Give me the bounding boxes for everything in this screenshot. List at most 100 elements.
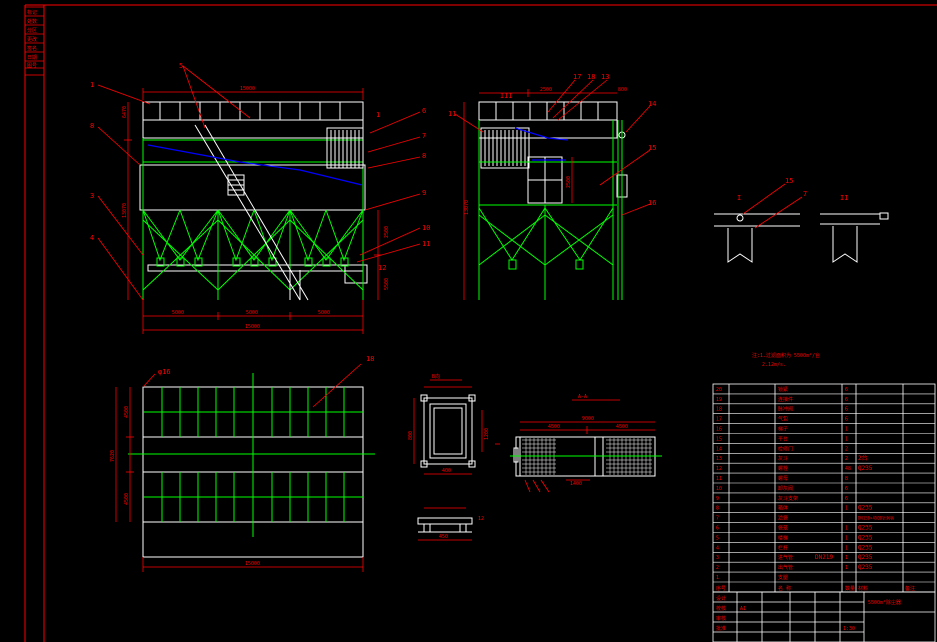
bom-mat: Q235 [858,465,873,472]
side-view-mark: III [500,92,513,100]
stamp-6: 图号 [27,63,37,69]
bom-qty: 6 [845,496,848,502]
plan-left-dim-3: 4500 [124,493,130,505]
side-mid-dim: 2500 [566,176,572,188]
inlet-dim-3: 1200 [484,428,490,440]
bom-no: 13 [716,456,722,462]
bom-name: 螺栓 [778,465,788,472]
front-bottom-dim-3: 5000 [318,310,330,316]
section-aa-dim-2: 4500 [616,424,628,430]
bom-qty: 1 [845,535,848,541]
detail-I-label: I [737,194,741,202]
side-view: 2500 800 13070 2500 11 17 18 13 14 15 16… [448,73,656,300]
bom-no: 11 [716,476,722,482]
callout-4: 4 [90,234,94,242]
side-callout-18: 18 [587,73,595,81]
bom-mat: Q235 [858,544,873,551]
bom-qty: 1 [845,427,848,433]
plan-corner-note: φ16 [158,368,171,376]
bom-name: 箱体 [778,505,788,512]
bom-name: 连接件 [778,396,793,403]
bom-qty: 6 [845,387,848,393]
plan-view: 15000 4500 7620 4500 18 φ16 [110,355,375,572]
section-aa-dim-3: 9000 [582,416,594,422]
bom-qty: 6 [845,486,848,492]
callout-3: 3 [90,192,94,200]
bom-qty: 8 [845,476,848,482]
bom-no: 7 [716,516,719,522]
bom-name: 进气管 [778,554,793,561]
bom-header-cell: 序号 [716,585,726,592]
callout-I: 1 [376,111,380,119]
bom-no: 12 [716,466,722,472]
inlet-title: B向 [432,373,440,380]
callout-8l: 8 [90,122,94,130]
section-aa-title: A-A [578,394,587,400]
bom-name: 栏杆 [778,544,788,551]
title-row-2: 校核 [716,605,726,612]
bom-no: 10 [716,486,722,492]
bom-no: 6 [716,526,719,532]
bom-mat: Q235 [858,564,873,571]
inlet-dim-2: 800 [408,431,414,440]
front-top-dim: 15000 [240,86,255,92]
bom-mat: DN150×4500针刺毡 [858,515,894,521]
bom-mat: Q235 [858,505,873,512]
small-detail-dim-1: 450 [439,534,448,540]
bom-qty: 1 [845,545,848,551]
front-right-dim-2: 5500 [384,278,390,290]
bom-qty: 2 [845,456,848,462]
bom-no: 3 [716,555,719,561]
detail-views: I II 15 7 [714,177,889,263]
bom-qty: 6 [845,397,848,403]
note-2: 2.12m/s. [762,362,786,368]
bom-name: 支腿 [778,574,788,581]
bom-header-cell: 材料 [858,585,868,592]
bom-name: 检修门 [778,445,793,452]
callout-1: 1 [90,81,94,89]
title-block: 设计 校核 审核 批准 5500m²除尘器 1:30 A1 [712,591,936,642]
title-sheet: A1 [740,606,746,612]
inlet-dim-1: 400 [442,468,451,474]
stamp-4: 签名 [27,45,37,52]
bom-mat: Q235 [858,534,873,541]
bom-name: 出气管 [778,564,793,571]
bom-name: 螺母 [778,475,788,482]
section-aa: A-A 4500 4500 9000 1400 [495,394,662,493]
small-detail-dim-2: 12 [478,516,484,522]
callout-6: 6 [422,107,426,115]
bom-no: 5 [716,535,719,541]
callout-8r: 8 [422,152,426,160]
bom-name: 脉冲阀 [778,406,793,413]
stamp-2: 分区 [27,27,37,34]
bom-qty: 6 [845,417,848,423]
stamp-1: 处数 [27,18,37,25]
bom-name: 楼梯 [778,534,788,541]
bom-header-cell: 备注 [905,585,915,592]
bom-name: 卸灰阀 [778,485,793,492]
bom-name: 梯子 [778,426,788,433]
side-callout-11: 11 [448,110,456,118]
bom-no: 4 [716,545,719,551]
bom-name: 袋笼 [778,525,788,532]
front-left-dim-1: 6470 [122,106,128,118]
bom-name: 灰斗 [778,455,788,462]
side-top-dim-2: 800 [618,87,627,93]
plan-overall-width: 15000 [245,561,260,567]
bom-no: 2 [716,565,719,571]
bom-no: 17 [716,417,722,423]
callout-12: 12 [378,264,386,272]
side-stamp-labels: 标记 处数 分区 更改 签名 日期 图号 [27,9,37,69]
bom-qty: 48 [845,466,851,472]
callout-5: 5 [179,62,183,70]
drawing-frame [24,4,937,642]
bom-name: 锁紧 [778,386,788,393]
side-callout-16: 16 [648,199,656,207]
bom-no: 14 [716,446,722,452]
bom-no: 8 [716,506,719,512]
bom-name: 气包 [778,416,788,423]
callout-11: 11 [422,240,430,248]
bom-no: 1 [716,575,719,581]
